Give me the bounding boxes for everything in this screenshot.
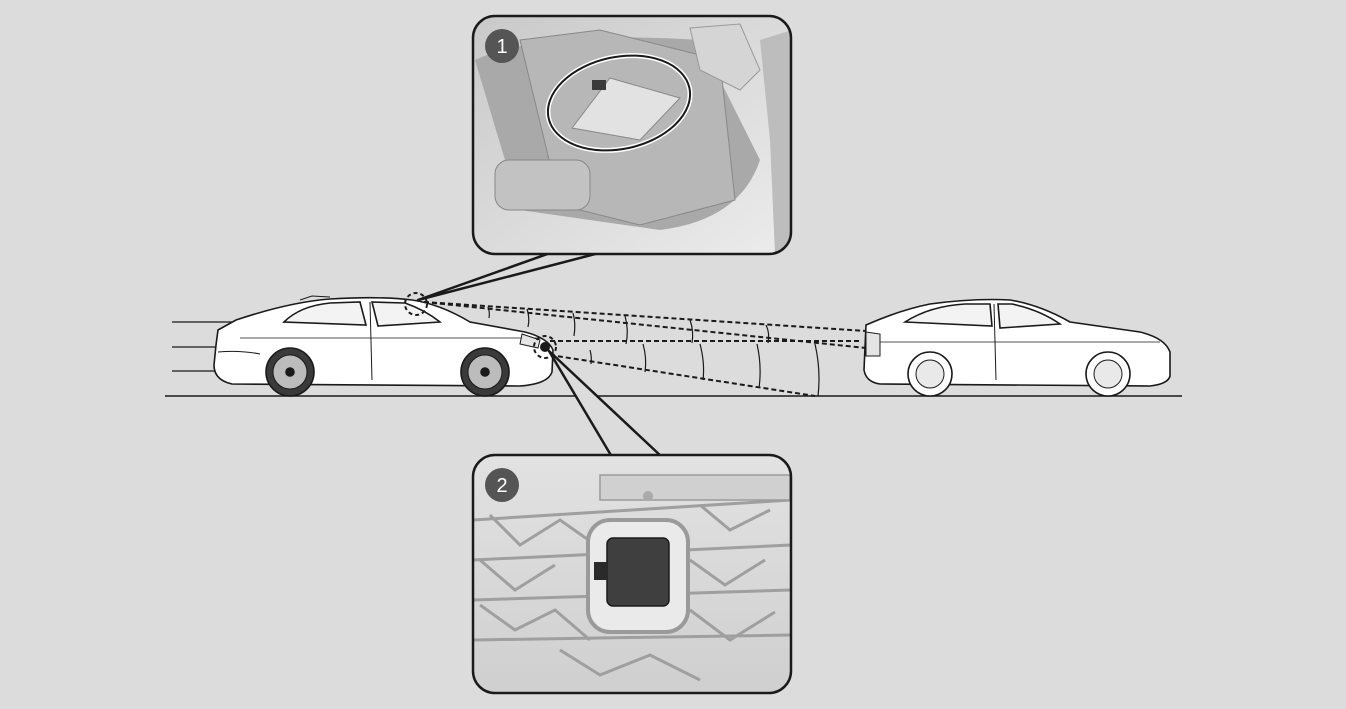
vehicle-ahead bbox=[863, 298, 1171, 397]
callout-1-badge bbox=[485, 29, 519, 63]
front-radar-sensor-icon bbox=[606, 537, 670, 607]
cone-wave-arcs bbox=[487, 306, 820, 397]
camera-location-marker bbox=[404, 292, 428, 316]
motion-lines bbox=[172, 321, 232, 372]
callout-2-panel: 2 bbox=[471, 453, 793, 695]
callout-2-badge bbox=[485, 468, 519, 502]
callout-2-number: 2 bbox=[496, 475, 507, 497]
radar-location-marker bbox=[533, 335, 557, 359]
radar-detection-cone bbox=[549, 340, 862, 397]
callout-1-pointer bbox=[416, 250, 605, 302]
host-vehicle bbox=[213, 295, 554, 397]
callout-1-number: 1 bbox=[496, 36, 507, 58]
callout-1-panel: 1 bbox=[471, 14, 793, 256]
